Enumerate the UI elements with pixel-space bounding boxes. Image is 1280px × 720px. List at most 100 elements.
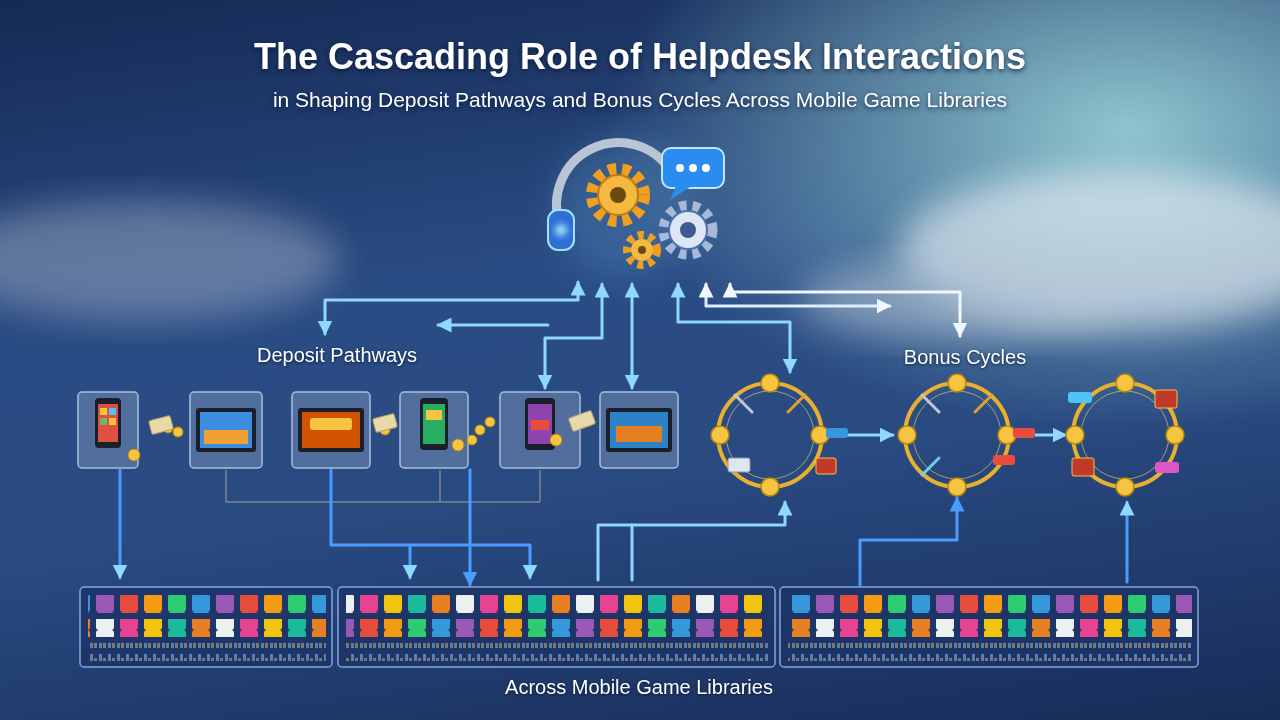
illustration-part — [1013, 428, 1035, 438]
illustration-part — [678, 284, 790, 372]
illustration-part — [149, 410, 596, 434]
illustration-part — [548, 210, 574, 250]
illustration-part — [680, 222, 696, 238]
illustration-part — [119, 470, 122, 578]
illustration-part — [728, 458, 750, 472]
illustration-part — [438, 324, 548, 327]
illustration-part — [128, 449, 140, 461]
illustration-part — [325, 282, 578, 334]
illustration-part — [346, 619, 768, 637]
illustration-part — [1155, 390, 1177, 408]
illustration-part — [467, 435, 477, 445]
illustration-part — [631, 239, 653, 261]
illustration-part — [788, 595, 1192, 613]
illustration-part — [226, 470, 440, 502]
illustration-part — [662, 148, 724, 188]
illustration-part — [905, 383, 1009, 487]
illustration-part — [475, 425, 485, 435]
illustration-part — [922, 395, 939, 412]
illustration-part — [975, 395, 992, 412]
illustration-part — [568, 410, 595, 431]
illustration-part — [528, 404, 552, 444]
flow-connector — [860, 498, 957, 585]
illustration-part — [80, 587, 332, 667]
group-heading: Deposit Pathways — [255, 340, 419, 371]
illustration-part — [1155, 462, 1179, 473]
illustration-part — [826, 428, 848, 438]
clouds — [0, 170, 1280, 340]
illustration-part — [816, 458, 836, 474]
subtitle-text: in Shaping Deposit Pathways and Bonus Cy… — [0, 88, 1280, 112]
illustration-part — [922, 458, 939, 475]
illustration-part — [373, 413, 398, 432]
illustration-part — [109, 418, 116, 425]
illustration-part — [1166, 426, 1184, 444]
bonus-rings — [711, 374, 1184, 496]
illustration-part — [88, 643, 326, 661]
deposit-devices — [78, 392, 678, 502]
illustration-part — [669, 211, 707, 249]
illustration-part — [631, 525, 634, 580]
illustration-part — [88, 619, 326, 637]
illustration-part — [426, 410, 442, 420]
illustration-part — [761, 374, 779, 392]
illustration-part — [200, 412, 252, 448]
illustration-part — [452, 439, 464, 451]
illustration-part — [109, 408, 116, 415]
illustration-part — [302, 412, 360, 448]
illustration-part — [100, 408, 107, 415]
illustration-part — [531, 420, 549, 430]
illustration-part — [592, 169, 644, 221]
illustration-part — [420, 398, 448, 450]
illustration-part — [545, 284, 602, 388]
illustration-part — [149, 415, 174, 434]
illustration-part — [788, 643, 1192, 661]
illustration-part — [298, 408, 364, 452]
group-heading: Across Mobile Game Libraries — [503, 672, 775, 703]
illustration-part — [735, 395, 752, 412]
illustration-part — [346, 595, 768, 613]
illustration-part — [730, 284, 960, 336]
illustration-part — [627, 235, 657, 265]
illustration-part — [898, 426, 916, 444]
illustration-part — [718, 383, 1177, 487]
illustration-part — [702, 164, 710, 172]
flow-arrows — [120, 435, 1127, 582]
illustration-part — [706, 284, 890, 306]
illustration-part — [331, 470, 530, 578]
illustration-part — [1068, 392, 1092, 403]
illustration-part — [500, 392, 580, 468]
group-region: Across Mobile Game Libraries — [78, 585, 1200, 703]
illustration-part — [670, 186, 690, 200]
illustration-part — [610, 412, 668, 448]
group-region: Bonus Cycles — [725, 342, 1205, 498]
illustration-part — [555, 224, 567, 236]
illustration-part — [780, 587, 1198, 667]
illustration-part — [550, 434, 562, 446]
illustration-part — [95, 398, 121, 448]
illustration-part — [292, 392, 370, 468]
illustration-part — [689, 164, 697, 172]
illustration-part — [1116, 478, 1134, 496]
illustration-part — [226, 470, 540, 502]
illustration-part — [440, 470, 540, 502]
illustration-part — [913, 391, 1001, 479]
illustration-part — [631, 284, 634, 388]
illustration-part — [711, 374, 1184, 496]
illustration-part — [78, 392, 678, 468]
illustration-part — [338, 587, 775, 667]
illustration-part — [638, 246, 646, 254]
group-heading: Bonus Cycles — [902, 342, 1028, 373]
illustration-part — [598, 502, 785, 580]
illustration-part — [1072, 458, 1094, 476]
illustration-part — [726, 391, 1169, 479]
illustration-part — [204, 430, 248, 444]
illustration-part — [788, 619, 1192, 637]
hub-arrows — [325, 282, 960, 388]
illustration-part — [346, 643, 768, 661]
illustration-part — [100, 418, 107, 425]
illustration-part — [409, 545, 412, 578]
illustration-part — [761, 478, 779, 496]
